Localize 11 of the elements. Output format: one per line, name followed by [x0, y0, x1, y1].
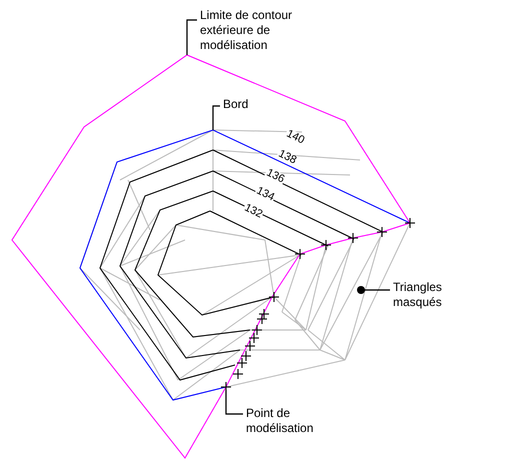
leader-line	[225, 390, 243, 415]
contour-elevation-label: 134	[254, 185, 277, 204]
leader-line	[186, 19, 197, 55]
contour-elevation-label: 132	[242, 202, 265, 221]
callout-label: Bord	[223, 97, 263, 112]
callout-label: Triangles masqués	[393, 280, 463, 310]
contour-elevation-label: 136	[264, 167, 287, 186]
callout-label: Limite de contour extérieure de modélisation	[200, 8, 312, 53]
leader-line	[212, 105, 220, 130]
callout-label: Point de modélisation	[246, 406, 336, 436]
leader-line	[357, 286, 390, 294]
